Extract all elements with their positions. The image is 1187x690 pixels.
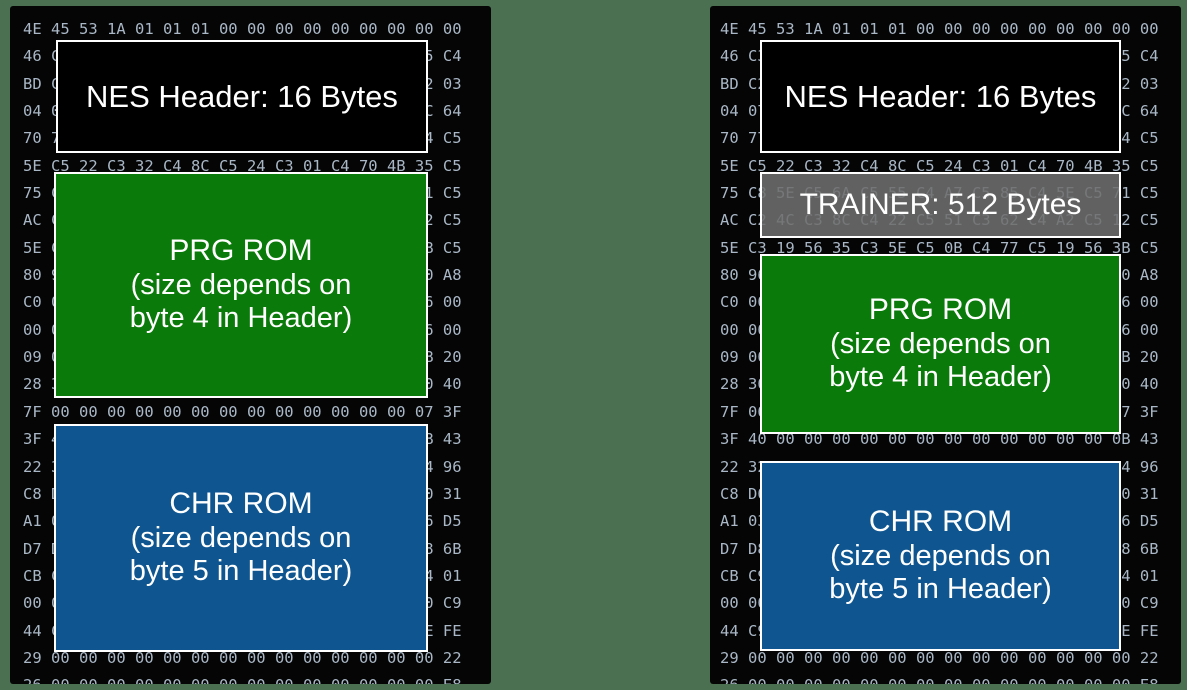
chr-rom-subtitle-line2: byte 5 in Header) (829, 573, 1052, 606)
chr-rom-title: CHR ROM (169, 486, 313, 520)
nes-header-block-left: NES Header: 16 Bytes (56, 40, 428, 153)
hex-row: 7F 00 00 00 00 00 00 00 00 00 00 00 00 0… (23, 402, 462, 421)
hex-row: 4E 45 53 1A 01 01 01 00 00 00 00 00 00 0… (720, 20, 1159, 38)
prg-rom-subtitle-line1: (size depends on (830, 327, 1051, 360)
prg-rom-title: PRG ROM (169, 233, 313, 267)
chr-rom-subtitle-line1: (size depends on (830, 539, 1051, 572)
rom-panel-with-trainer: 4E 45 53 1A 01 01 01 00 00 00 00 00 00 0… (710, 6, 1181, 684)
nes-header-label: NES Header: 16 Bytes (784, 78, 1097, 114)
hex-row: 5E C5 22 C3 32 C4 8C C5 24 C3 01 C4 70 4… (23, 156, 462, 175)
hex-row: 26 00 00 00 00 00 00 00 00 00 00 00 00 0… (23, 672, 491, 684)
prg-rom-title: PRG ROM (868, 292, 1013, 326)
prg-rom-block-left: PRG ROM (size depends on byte 4 in Heade… (54, 172, 428, 398)
chr-rom-subtitle-line1: (size depends on (130, 521, 352, 554)
chr-rom-block-right: CHR ROM (size depends on byte 5 in Heade… (760, 461, 1121, 651)
prg-rom-subtitle-line1: (size depends on (130, 268, 352, 301)
prg-rom-subtitle-line2: byte 4 in Header) (829, 361, 1052, 394)
chr-rom-subtitle-line2: byte 5 in Header) (129, 555, 353, 588)
chr-rom-title: CHR ROM (868, 504, 1013, 538)
prg-rom-block-right: PRG ROM (size depends on byte 4 in Heade… (760, 254, 1121, 434)
nes-header-block-right: NES Header: 16 Bytes (760, 40, 1121, 153)
rom-panel-without-trainer: 4E 45 53 1A 01 01 01 00 00 00 00 00 00 0… (10, 6, 491, 684)
hex-row: 3F 40 00 00 00 00 00 00 00 00 00 00 00 0… (720, 430, 1159, 449)
hex-row: 5E C5 22 C3 32 C4 8C C5 24 C3 01 C4 70 4… (720, 156, 1159, 175)
hex-row: 29 00 00 00 00 00 00 00 00 00 00 00 00 0… (23, 648, 462, 667)
hex-row: 26 00 00 00 00 00 00 00 00 00 00 00 00 0… (720, 672, 1181, 684)
prg-rom-subtitle-line2: byte 4 in Header) (129, 302, 353, 335)
nes-header-label: NES Header: 16 Bytes (86, 78, 398, 114)
trainer-label: TRAINER: 512 Bytes (799, 187, 1082, 221)
hex-row: 4E 45 53 1A 01 01 01 00 00 00 00 00 00 0… (23, 20, 462, 38)
hex-row: 29 00 00 00 00 00 00 00 00 00 00 00 00 0… (720, 648, 1159, 667)
chr-rom-block-left: CHR ROM (size depends on byte 5 in Heade… (54, 424, 428, 652)
trainer-block-right: TRAINER: 512 Bytes (760, 172, 1121, 238)
hex-row: 5E C3 19 56 35 C3 5E C5 0B C4 77 C5 19 5… (720, 238, 1159, 257)
